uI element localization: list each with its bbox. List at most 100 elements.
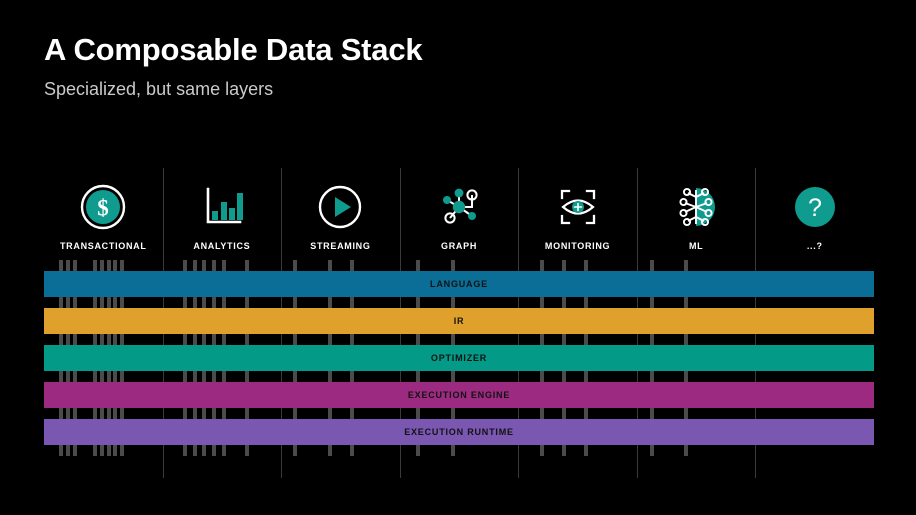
tick-mark bbox=[328, 371, 333, 382]
tick-mark bbox=[450, 408, 455, 419]
icon-cell-monitoring[interactable]: MONITORING bbox=[518, 168, 637, 268]
layer-bar-execution-engine[interactable]: EXECUTION ENGINE bbox=[44, 382, 874, 408]
layer-bar-execution-runtime[interactable]: EXECUTION RUNTIME bbox=[44, 419, 874, 445]
tick-mark bbox=[59, 260, 64, 271]
tick-mark bbox=[212, 260, 217, 271]
tick-mark bbox=[222, 297, 227, 308]
tick-group-transactional bbox=[44, 297, 163, 308]
tick-group-streaming bbox=[281, 408, 400, 419]
tick-mark bbox=[416, 260, 421, 271]
tick-mark bbox=[212, 408, 217, 419]
tick-mark bbox=[293, 445, 297, 456]
icon-cell-graph[interactable]: GRAPH bbox=[400, 168, 519, 268]
icon-cell-streaming[interactable]: STREAMING bbox=[281, 168, 400, 268]
tick-group-graph bbox=[400, 260, 519, 271]
column-ml[interactable]: ML bbox=[636, 168, 756, 478]
tick-mark bbox=[416, 371, 421, 382]
layer-label: OPTIMIZER bbox=[430, 353, 488, 363]
tick-mark bbox=[539, 260, 544, 271]
tick-mark bbox=[583, 334, 588, 345]
tick-mark bbox=[450, 371, 455, 382]
tick-group-streaming bbox=[281, 371, 400, 382]
tick-group-transactional bbox=[44, 445, 163, 456]
tick-mark bbox=[583, 408, 588, 419]
tick-group-ml bbox=[637, 260, 756, 271]
tick-mark bbox=[350, 297, 355, 308]
tick-mark bbox=[350, 371, 355, 382]
tick-mark bbox=[684, 334, 689, 345]
icon-cell-unknown[interactable]: ? ...? bbox=[755, 168, 874, 268]
bar-chart-icon bbox=[206, 187, 243, 224]
column-transactional[interactable]: $ TRANSACTIONAL bbox=[44, 168, 163, 478]
layer-bar-optimizer[interactable]: OPTIMIZER bbox=[44, 345, 874, 371]
tick-group-graph bbox=[400, 445, 519, 456]
tick-mark bbox=[59, 408, 64, 419]
tick-row bbox=[44, 260, 874, 271]
icon-cell-transactional[interactable]: $ TRANSACTIONAL bbox=[44, 168, 163, 268]
tick-mark bbox=[222, 334, 227, 345]
tick-mark bbox=[561, 260, 566, 271]
tick-mark bbox=[416, 334, 421, 345]
column-label-transactional: TRANSACTIONAL bbox=[59, 241, 147, 251]
tick-mark bbox=[73, 334, 78, 345]
tick-group-graph bbox=[400, 371, 519, 382]
page-subtitle: Specialized, but same layers bbox=[44, 79, 274, 99]
eye-monitor-icon bbox=[560, 189, 595, 225]
tick-mark bbox=[328, 445, 333, 456]
tick-mark bbox=[328, 260, 333, 271]
tick-mark bbox=[192, 445, 197, 456]
tick-mark bbox=[202, 445, 207, 456]
tick-mark bbox=[539, 334, 544, 345]
icon-cell-ml[interactable]: ML bbox=[637, 168, 756, 268]
tick-mark bbox=[684, 445, 689, 456]
tick-mark bbox=[684, 371, 689, 382]
tick-mark bbox=[293, 260, 297, 271]
tick-mark bbox=[649, 260, 654, 271]
svg-text:?: ? bbox=[808, 194, 822, 222]
tick-group-streaming bbox=[281, 297, 400, 308]
tick-mark bbox=[99, 445, 104, 456]
tick-mark bbox=[113, 297, 118, 308]
layer-label: LANGUAGE bbox=[430, 279, 488, 289]
tick-mark bbox=[92, 371, 97, 382]
tick-mark bbox=[245, 408, 250, 419]
tick-mark bbox=[450, 445, 455, 456]
layer-bar-language[interactable]: LANGUAGE bbox=[44, 271, 874, 297]
tick-group- bbox=[755, 334, 874, 345]
tick-group-graph bbox=[400, 297, 519, 308]
tick-mark bbox=[92, 334, 97, 345]
dollar-circle-icon: $ bbox=[81, 184, 126, 230]
tick-mark bbox=[120, 445, 125, 456]
tick-mark bbox=[212, 445, 217, 456]
tick-mark bbox=[66, 260, 71, 271]
tick-mark bbox=[293, 334, 297, 345]
tick-mark bbox=[222, 445, 227, 456]
tick-mark bbox=[212, 297, 217, 308]
tick-mark bbox=[73, 260, 78, 271]
tick-mark bbox=[328, 334, 333, 345]
tick-mark bbox=[92, 445, 97, 456]
tick-group- bbox=[755, 371, 874, 382]
tick-mark bbox=[59, 297, 64, 308]
tick-group-analytics bbox=[163, 334, 282, 345]
tick-group-ml bbox=[637, 297, 756, 308]
tick-group-monitoring bbox=[518, 260, 637, 271]
tick-mark bbox=[583, 297, 588, 308]
tick-row bbox=[44, 297, 874, 308]
tick-mark bbox=[66, 297, 71, 308]
tick-group-graph bbox=[400, 408, 519, 419]
tick-mark bbox=[450, 260, 455, 271]
tick-group-transactional bbox=[44, 408, 163, 419]
icon-cell-analytics[interactable]: ANALYTICS bbox=[163, 168, 282, 268]
tick-mark bbox=[245, 260, 250, 271]
layer-label: EXECUTION RUNTIME bbox=[404, 427, 514, 437]
tick-mark bbox=[583, 260, 588, 271]
tick-mark bbox=[182, 408, 187, 419]
tick-mark bbox=[99, 371, 104, 382]
tick-mark bbox=[202, 297, 207, 308]
tick-mark bbox=[73, 445, 78, 456]
tick-group-analytics bbox=[163, 408, 282, 419]
layer-bar-ir[interactable]: IR bbox=[44, 308, 874, 334]
tick-mark bbox=[649, 445, 654, 456]
tick-mark bbox=[222, 408, 227, 419]
